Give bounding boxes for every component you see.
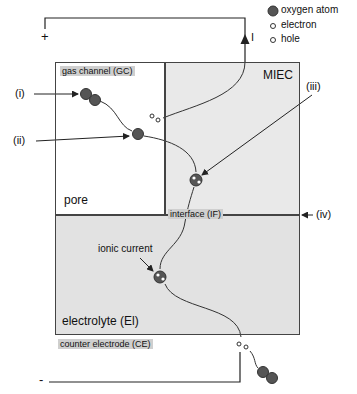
terminal-sign: - (39, 373, 43, 388)
legend-text: hole (281, 33, 300, 45)
electron (237, 342, 241, 346)
reaction-path (165, 284, 241, 337)
electron (156, 118, 160, 122)
electron (161, 277, 164, 280)
legend-symbol (271, 38, 276, 43)
legend-symbol (271, 24, 276, 29)
electron (197, 180, 200, 183)
oxygen-ion (190, 174, 202, 186)
region-name: electrolyte (El) (62, 315, 139, 329)
pore-region: pore (55, 62, 165, 215)
region-name: pore (64, 194, 88, 208)
terminal-sign: + (41, 30, 49, 45)
reaction-path (250, 351, 258, 368)
oxygen-atom (267, 373, 278, 384)
legend-text: electron (281, 19, 317, 31)
miec-region: MIEC (165, 62, 300, 215)
reaction-path (100, 101, 132, 131)
callout-number: (i) (15, 87, 25, 100)
legend-symbol (268, 6, 278, 16)
region-label: gas channel (GC) (60, 66, 135, 76)
region-name: MIEC (263, 69, 293, 83)
miec-fill (165, 62, 300, 215)
electron (156, 273, 159, 276)
region-label: counter electrode (CE) (58, 339, 153, 349)
callout-number: (iii) (306, 80, 321, 93)
oxygen-atom (90, 95, 101, 106)
region-label: interface (IF) (168, 209, 223, 219)
electrolyte-region: electrolyte (El) (55, 215, 300, 335)
bottom-wire (49, 352, 240, 382)
current-symbol: I (251, 31, 254, 44)
callout-number: (iv) (316, 208, 331, 221)
callout-number: (ii) (13, 134, 25, 147)
electron (150, 114, 154, 118)
electrolyte-fill (55, 215, 300, 335)
leader-line (140, 258, 153, 271)
current-arrow (241, 34, 250, 44)
reaction-path (144, 136, 196, 172)
oxygen-atom (133, 129, 144, 140)
legend-text: oxygen atom (281, 4, 338, 16)
leader-line (34, 94, 78, 95)
leader-line (202, 95, 312, 175)
oxygen-ion (154, 271, 166, 283)
pore-fill (55, 62, 165, 215)
hole (244, 345, 248, 349)
leader-line (302, 215, 313, 216)
top-wire (45, 18, 245, 62)
electron-path (163, 62, 245, 118)
electron (192, 176, 195, 179)
annotation: ionic current (98, 243, 152, 255)
leader-line (36, 136, 129, 141)
